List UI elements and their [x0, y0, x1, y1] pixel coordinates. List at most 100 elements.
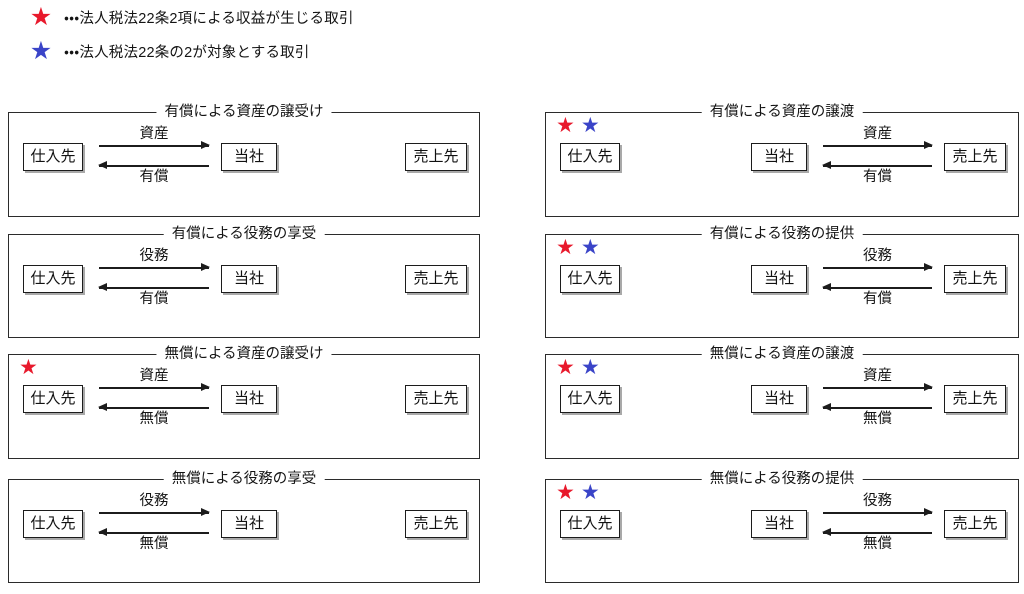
entity-box-company: 当社: [221, 510, 277, 538]
blue-star-icon: ★: [580, 356, 606, 379]
blue-star-icon: ★: [580, 481, 606, 504]
entity-box-supplier: 仕入先: [560, 510, 620, 538]
panel-title: 無償による資産の譲渡: [701, 344, 863, 364]
return-arrow-line: [823, 532, 932, 534]
panel-title: 有償による役務の享受: [163, 224, 325, 244]
forward-arrow-line: [823, 145, 932, 147]
red-star-icon: ★: [29, 2, 53, 31]
arrowhead-left-icon: [822, 161, 831, 169]
red-star-icon: ★: [556, 114, 581, 137]
return-arrow-line: [823, 165, 932, 167]
panel-title: 無償による役務の提供: [701, 469, 863, 489]
forward-flow-label: 役務: [863, 248, 892, 264]
entity-box-customer: 売上先: [944, 265, 1006, 293]
entity-box-supplier: 仕入先: [23, 265, 83, 293]
forward-flow-label: 資産: [863, 126, 892, 142]
forward-arrow-line: [823, 387, 932, 389]
entity-box-customer: 売上先: [944, 385, 1006, 413]
panel-free-asset-transfer: 無償による資産の譲渡 ★★ 仕入先 当社 売上先 資産無償: [545, 344, 1019, 459]
forward-flow-label: 資産: [863, 368, 892, 384]
return-flow-label: 有償: [863, 291, 892, 307]
panel-title: 無償による役務の享受: [163, 469, 325, 489]
flow-arrows: 役務無償: [822, 493, 933, 552]
entity-box-company: 当社: [221, 265, 277, 293]
panel-free-asset-acquisition: 無償による資産の譲受け ★ 仕入先 当社 売上先 資産無償: [8, 344, 480, 459]
forward-arrow-line: [99, 387, 209, 389]
arrowhead-right-icon: [201, 263, 210, 271]
panel-title: 有償による資産の譲渡: [701, 102, 863, 122]
panel-free-service-provision: 無償による役務の提供★★仕入先当社売上先役務無償: [545, 469, 1019, 583]
forward-arrow-line: [99, 512, 209, 514]
panel-paid-asset-acquisition: 有償による資産の譲受け仕入先 当社 売上先 資産有償: [8, 102, 480, 217]
forward-flow-label: 役務: [139, 493, 169, 509]
arrowhead-left-icon: [98, 403, 107, 411]
panel-paid-service-receipt: 有償による役務の享受仕入先当社売上先役務有償: [8, 224, 480, 338]
return-flow-label: 有償: [863, 169, 892, 185]
arrowhead-right-icon: [924, 508, 933, 516]
entity-box-customer: 売上先: [944, 143, 1006, 171]
forward-arrow-line: [99, 267, 209, 269]
panel-star-badges: ★★: [556, 115, 606, 136]
entity-box-company: 当社: [221, 143, 277, 171]
red-star-icon: ★: [556, 356, 581, 379]
return-flow-label: 無償: [139, 411, 169, 427]
panel-title: 有償による資産の譲受け: [156, 102, 332, 122]
return-arrow-line: [823, 407, 932, 409]
diagram-board: 有償による資産の譲受け仕入先当社売上先資産有償有償による資産の譲渡★★仕入先当社…: [0, 102, 1024, 594]
legend: ★ ・・・法人税法22条2項による収益が生じる取引 ★ ・・・法人税法22条の2…: [0, 0, 520, 68]
flow-arrows: 役務無償: [98, 493, 210, 552]
entity-box-company: 当社: [751, 265, 807, 293]
return-flow-label: 無償: [863, 536, 892, 552]
red-star-icon: ★: [556, 236, 581, 259]
flow-arrows: 役務有償: [822, 248, 933, 307]
forward-flow-label: 資産: [139, 368, 169, 384]
blue-star-icon: ★: [580, 114, 606, 137]
entity-box-company: 当社: [221, 385, 277, 413]
return-arrow-line: [99, 407, 209, 409]
panel-star-badges: ★★: [556, 482, 606, 503]
entity-box-customer: 売上先: [405, 143, 467, 171]
return-arrow-line: [99, 532, 209, 534]
entity-box-company: 当社: [751, 385, 807, 413]
entity-box-customer: 売上先: [405, 385, 467, 413]
forward-flow-label: 資産: [139, 126, 169, 142]
legend-label-red: ・・・法人税法22条2項による収益が生じる取引: [64, 10, 354, 27]
arrowhead-left-icon: [98, 528, 107, 536]
forward-arrow-line: [823, 267, 932, 269]
arrowhead-left-icon: [98, 161, 107, 169]
return-arrow-line: [823, 287, 932, 289]
return-flow-label: 無償: [863, 411, 892, 427]
entity-box-customer: 売上先: [944, 510, 1006, 538]
arrowhead-right-icon: [924, 263, 933, 271]
return-flow-label: 無償: [139, 536, 169, 552]
entity-box-supplier: 仕入先: [23, 143, 83, 171]
entity-box-customer: 売上先: [405, 510, 467, 538]
arrowhead-left-icon: [822, 283, 831, 291]
entity-box-company: 当社: [751, 143, 807, 171]
panel-title: 無償による資産の譲受け: [156, 344, 332, 364]
arrowhead-left-icon: [822, 528, 831, 536]
entity-box-supplier: 仕入先: [560, 385, 620, 413]
panel-star-badges: ★: [19, 357, 44, 378]
entity-box-supplier: 仕入先: [23, 510, 83, 538]
legend-item-red: ★ ・・・法人税法22条2項による収益が生じる取引: [0, 0, 520, 34]
panel-free-service-receipt: 無償による役務の享受仕入先 当社 売上先 役務無償: [8, 469, 480, 583]
panel-star-badges: ★★: [556, 357, 606, 378]
legend-label-blue: ・・・法人税法22条の2が対象とする取引: [64, 44, 310, 61]
blue-star-icon: ★: [29, 36, 53, 65]
flow-arrows: 資産無償: [98, 368, 210, 427]
entity-box-supplier: 仕入先: [23, 385, 83, 413]
blue-star-icon: ★: [580, 236, 606, 259]
arrowhead-left-icon: [822, 403, 831, 411]
entity-box-supplier: 仕入先: [560, 265, 620, 293]
return-flow-label: 有償: [139, 169, 169, 185]
forward-flow-label: 役務: [139, 248, 169, 264]
entity-box-supplier: 仕入先: [560, 143, 620, 171]
flow-arrows: 資産有償: [822, 126, 933, 185]
return-arrow-line: [99, 165, 209, 167]
panel-title: 有償による役務の提供: [701, 224, 863, 244]
forward-arrow-line: [823, 512, 932, 514]
arrowhead-right-icon: [924, 141, 933, 149]
return-arrow-line: [99, 287, 209, 289]
return-flow-label: 有償: [139, 291, 169, 307]
